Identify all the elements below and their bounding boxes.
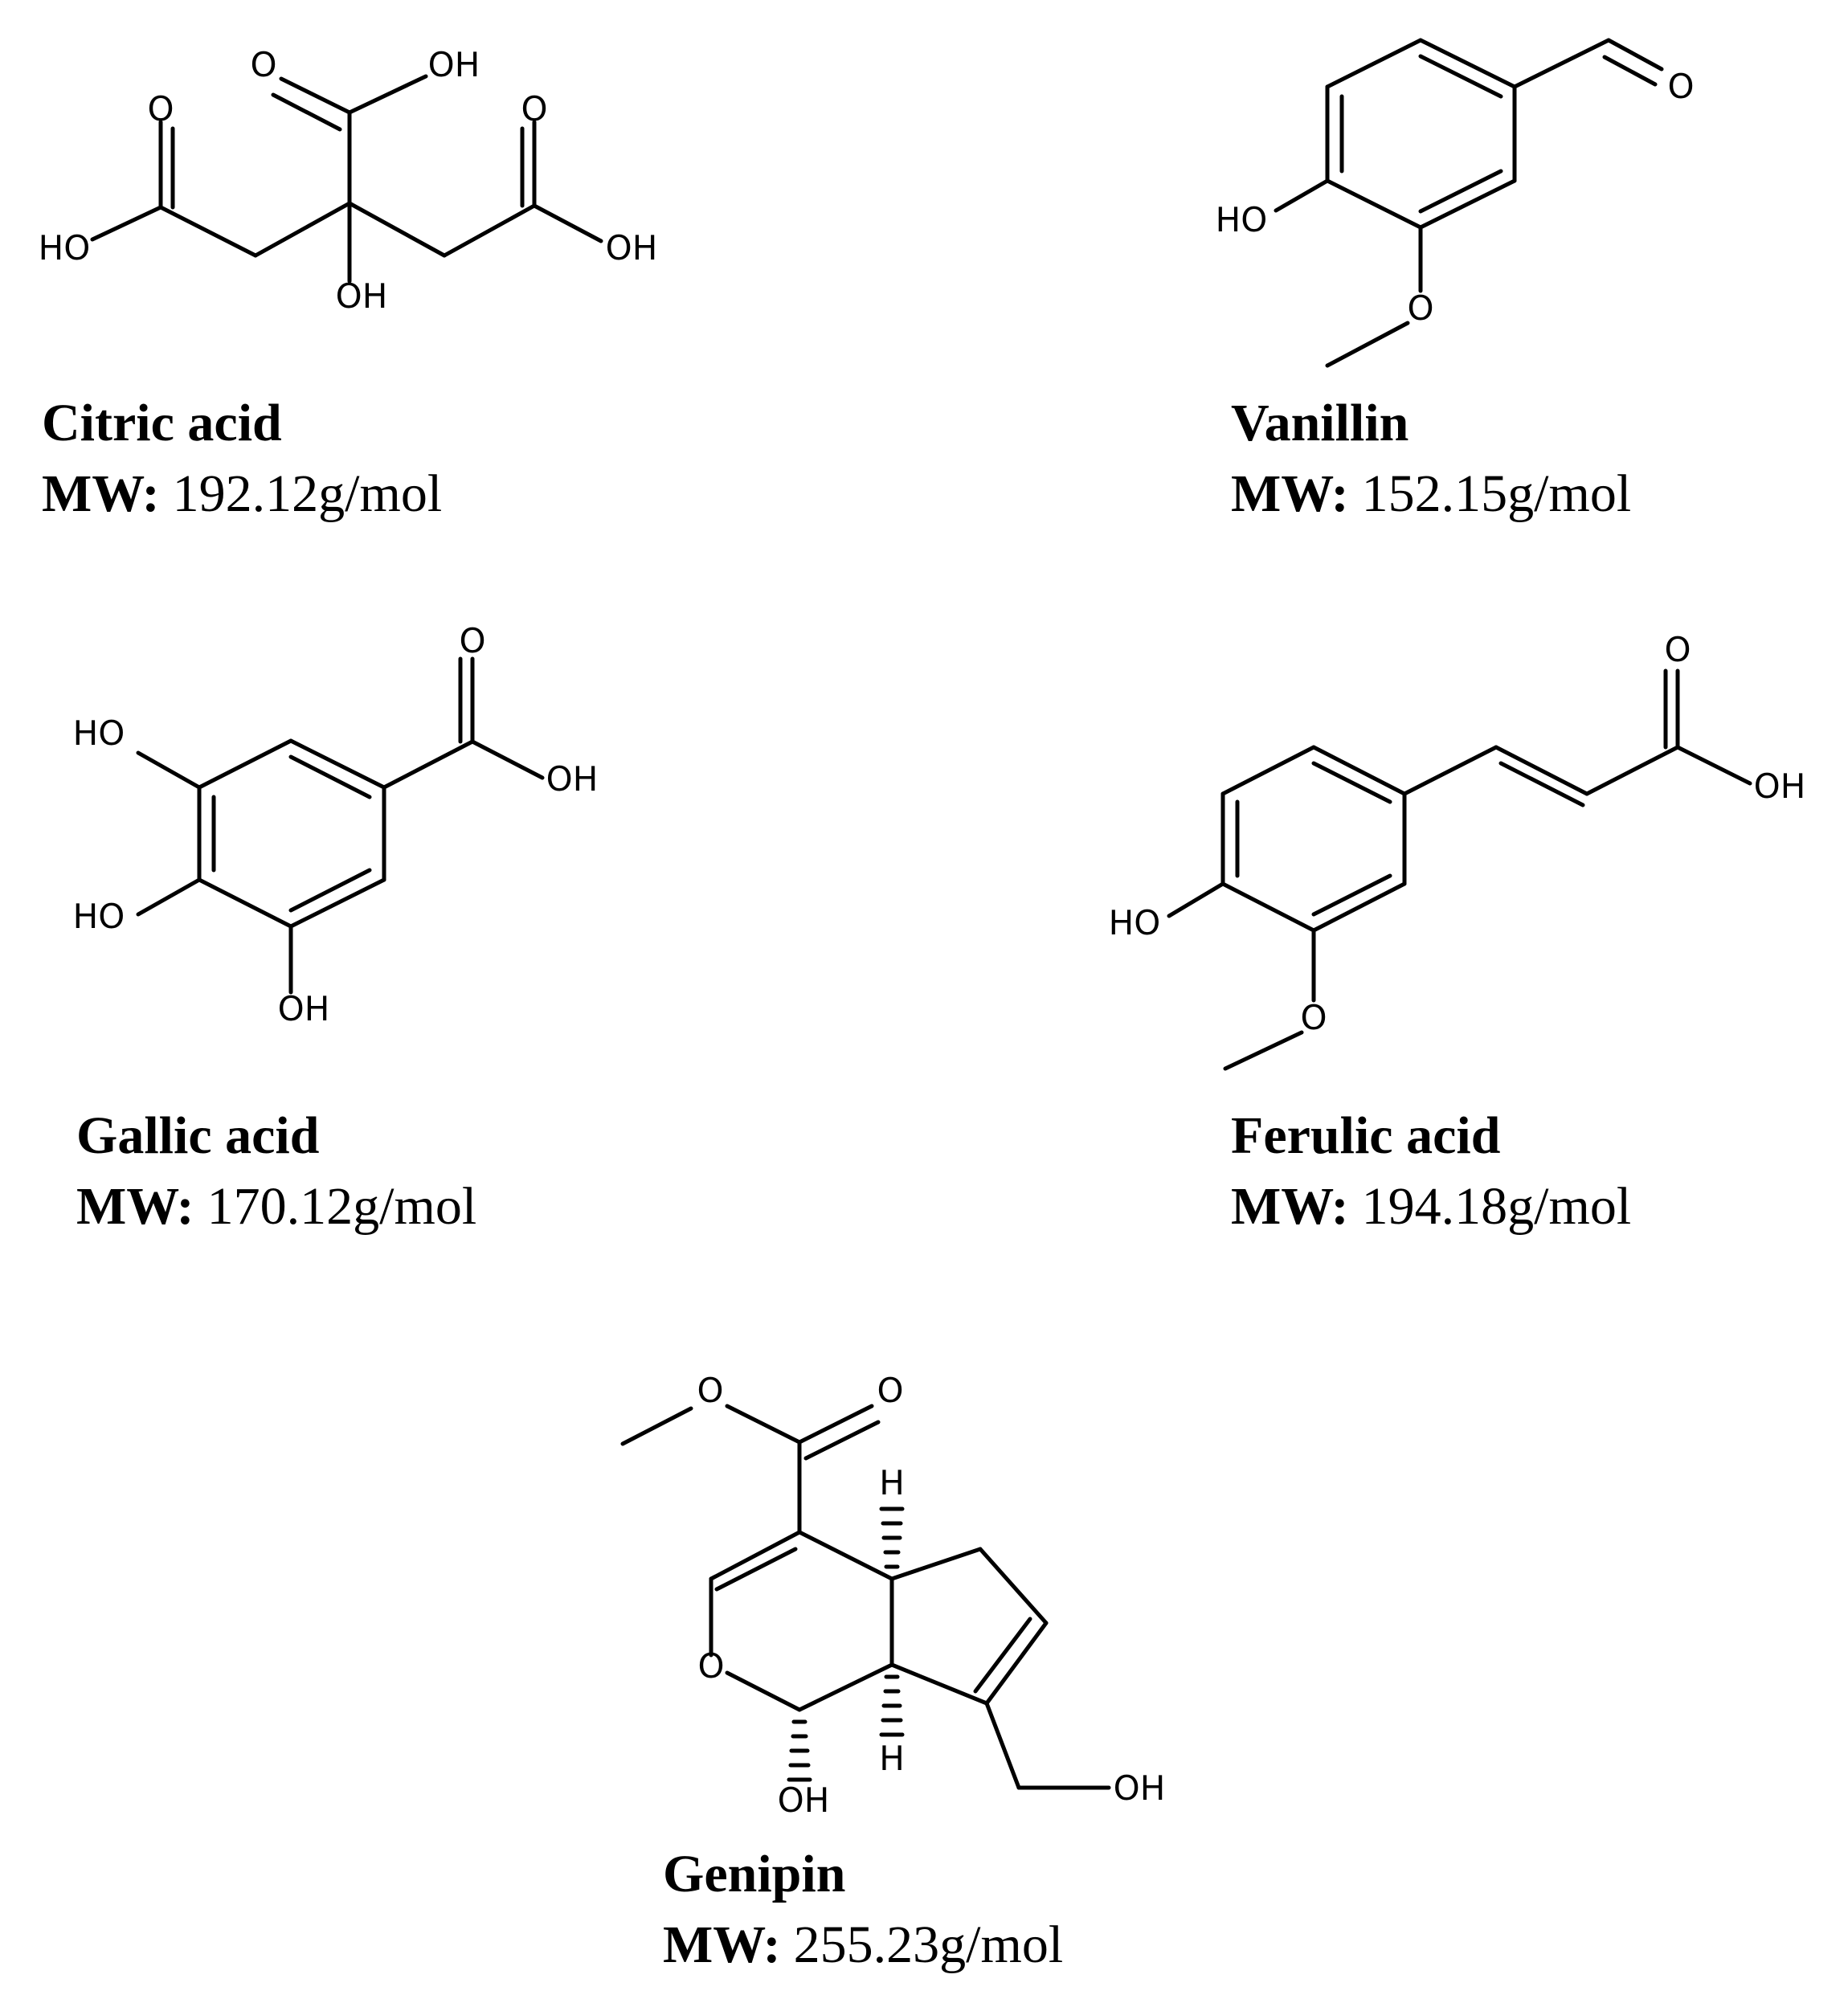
mw-label: MW: bbox=[1231, 464, 1349, 523]
compound-name: Genipin bbox=[663, 1845, 845, 1903]
molecular-weight: MW:152.15g/mol bbox=[1231, 464, 1631, 523]
mw-label: MW: bbox=[76, 1177, 194, 1236]
compound-name: Vanillin bbox=[1231, 394, 1408, 452]
genipin-o-label: O bbox=[697, 1371, 723, 1410]
citric-acid-bonds bbox=[90, 74, 603, 284]
gallic-acid-bonds bbox=[136, 656, 545, 995]
molecular-weight: MW:192.12g/mol bbox=[42, 464, 442, 523]
mw-value: 255.23g/mol bbox=[794, 1915, 1064, 1974]
mw-label: MW: bbox=[663, 1915, 781, 1974]
mw-value: 152.15g/mol bbox=[1362, 464, 1632, 523]
citric-acid-ho-label: HO bbox=[39, 228, 91, 268]
gallic-acid-oh-label: OH bbox=[278, 989, 330, 1028]
citric-acid-o-label: O bbox=[250, 45, 276, 84]
citric-acid-o-label: O bbox=[147, 89, 174, 129]
citric-acid-oh-label: OH bbox=[428, 45, 480, 84]
genipin-o-label: O bbox=[697, 1646, 724, 1686]
gallic-acid-ho-label: HO bbox=[73, 713, 125, 753]
gallic-acid-o-label: O bbox=[459, 621, 485, 660]
vanillin-o-label: O bbox=[1667, 67, 1694, 106]
ferulic-acid-o-label: O bbox=[1300, 998, 1327, 1037]
mw-value: 192.12g/mol bbox=[173, 464, 443, 523]
citric-acid-oh-label: OH bbox=[336, 276, 388, 316]
gallic-acid-structure: O OH HO HO OH bbox=[73, 621, 599, 1028]
compound-name: Ferulic acid bbox=[1231, 1106, 1500, 1165]
vanillin-structure: O HO O bbox=[1216, 38, 1695, 368]
mw-value: 170.12g/mol bbox=[207, 1177, 477, 1236]
vanillin-ho-label: HO bbox=[1216, 200, 1268, 239]
ferulic-acid-oh-label: OH bbox=[1754, 766, 1806, 806]
molecular-weight: MW:255.23g/mol bbox=[663, 1915, 1063, 1974]
genipin-hashed-wedge bbox=[879, 1674, 905, 1737]
citric-acid-oh-label: OH bbox=[606, 228, 658, 268]
genipin-oh-label: OH bbox=[1114, 1768, 1166, 1808]
genipin-h-label: H bbox=[879, 1739, 905, 1778]
citric-acid-structure: O O OH O HO OH OH bbox=[39, 45, 658, 316]
molecular-weight: MW:170.12g/mol bbox=[76, 1177, 476, 1236]
genipin-hashed-wedge bbox=[879, 1506, 905, 1569]
genipin-bonds bbox=[620, 1404, 1111, 1790]
vanillin-bonds bbox=[1274, 38, 1664, 368]
ferulic-acid-ho-label: HO bbox=[1109, 903, 1161, 942]
mw-value: 194.18g/mol bbox=[1362, 1177, 1632, 1236]
genipin-hashed-wedge bbox=[787, 1719, 812, 1782]
gallic-acid-oh-label: OH bbox=[546, 759, 599, 799]
ferulic-acid-o-label: O bbox=[1664, 630, 1691, 669]
vanillin-o-label: O bbox=[1407, 288, 1433, 328]
compound-name: Citric acid bbox=[42, 394, 282, 452]
genipin-structure: O O H O H OH OH bbox=[620, 1371, 1166, 1820]
ferulic-acid-bonds bbox=[1167, 668, 1752, 1071]
genipin-o-label: O bbox=[877, 1371, 903, 1410]
genipin-h-label: H bbox=[879, 1463, 905, 1502]
genipin-oh-label: OH bbox=[778, 1780, 830, 1820]
gallic-acid-ho-label: HO bbox=[73, 897, 125, 936]
compound-name: Gallic acid bbox=[76, 1106, 319, 1165]
citric-acid-o-label: O bbox=[521, 89, 547, 129]
mw-label: MW: bbox=[42, 464, 160, 523]
mw-label: MW: bbox=[1231, 1177, 1349, 1236]
molecular-weight: MW:194.18g/mol bbox=[1231, 1177, 1631, 1236]
ferulic-acid-structure: O OH HO O bbox=[1109, 630, 1806, 1071]
